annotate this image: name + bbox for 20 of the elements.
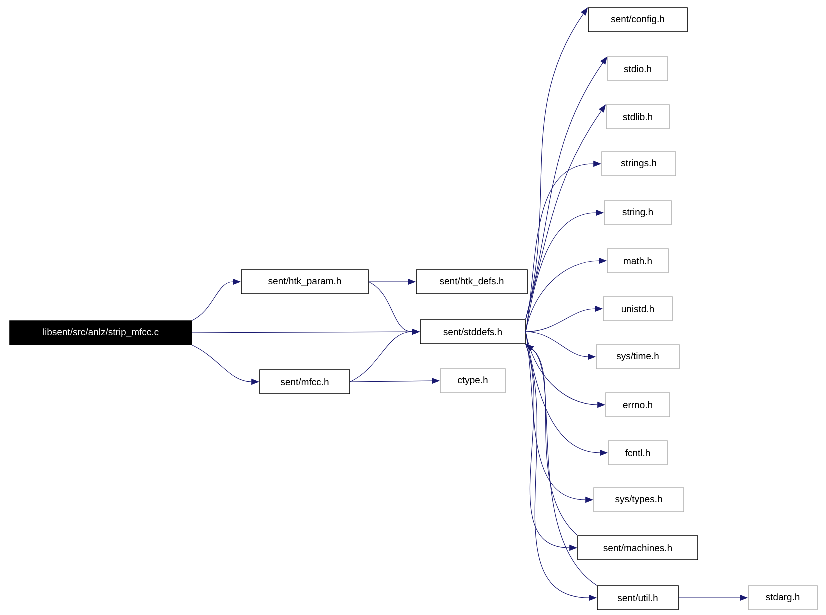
root-file-box: libsent/src/anlz/strip_mfcc.c: [10, 320, 192, 346]
file-box: sent/util.h: [597, 586, 679, 610]
file-box: sent/stddefs.h: [420, 320, 526, 344]
external-file-box: stdlib.h: [606, 104, 670, 130]
file-box: sent/config.h: [588, 8, 688, 32]
external-file-box: sys/time.h: [596, 344, 680, 370]
file-box: sent/htk_defs.h: [416, 270, 528, 294]
external-file-box: strings.h: [602, 152, 676, 176]
file-box: sent/machines.h: [578, 536, 698, 560]
external-file-box: ctype.h: [440, 368, 506, 394]
external-file-box: sys/types.h: [594, 488, 684, 512]
external-file-box: stdarg.h: [748, 586, 818, 610]
external-file-box: stdio.h: [608, 56, 668, 82]
file-box: sent/mfcc.h: [260, 370, 350, 394]
external-file-box: errno.h: [606, 392, 670, 418]
external-file-box: fcntl.h: [608, 440, 668, 466]
file-box: sent/htk_param.h: [241, 270, 369, 294]
external-file-box: unistd.h: [603, 296, 673, 322]
external-file-box: math.h: [607, 248, 669, 274]
external-file-box: string.h: [604, 200, 672, 226]
